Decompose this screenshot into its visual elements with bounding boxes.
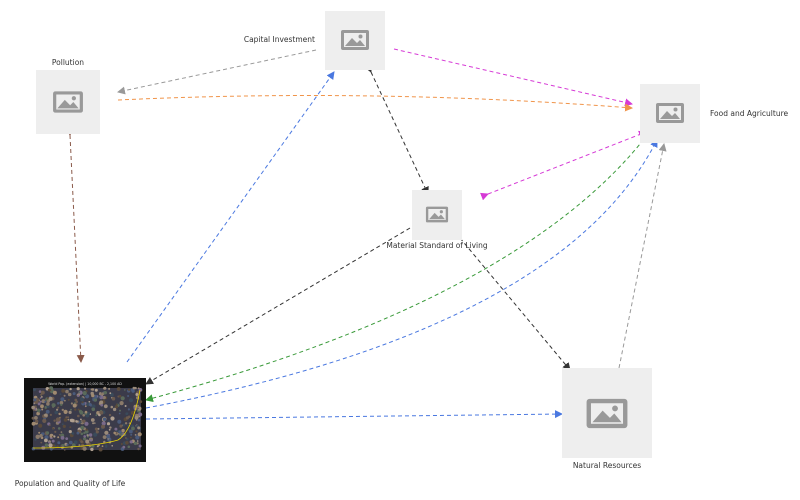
edge-population-to-capital [126, 71, 335, 363]
edge-capital-to-food [393, 48, 633, 107]
crowd-texture [31, 386, 143, 452]
edges [65, 48, 667, 424]
edge-pollution-to-food [117, 95, 633, 112]
node-food-and-agriculture[interactable]: Food and Agriculture [640, 84, 788, 143]
food-and-agriculture-image [640, 84, 700, 143]
pollution-image [36, 70, 100, 134]
food-and-agriculture-label: Food and Agriculture [710, 109, 788, 118]
material-standard-label: Material Standard of Living [386, 241, 488, 250]
edge-material-food [480, 130, 647, 201]
material-standard-image [412, 190, 462, 240]
edge-population-to-food-blue [145, 139, 658, 409]
node-natural-resources[interactable]: Natural Resources [562, 368, 652, 470]
natural-resources-image [562, 368, 652, 458]
capital-investment-label: Capital Investment [244, 35, 315, 44]
pollution-label: Pollution [52, 58, 84, 67]
node-material-standard-of-living[interactable]: Material Standard of Living [386, 190, 488, 250]
population-chart-title: World Pop. (extension) | 10,000 BC - 2,1… [48, 382, 122, 386]
population-label: Population and Quality of Life [15, 479, 126, 488]
edge-capital-material [364, 63, 429, 195]
edge-population-resources [138, 410, 563, 424]
edge-capital-to-pollution [117, 49, 317, 95]
natural-resources-label: Natural Resources [573, 461, 641, 470]
capital-investment-image [325, 11, 385, 70]
edge-resources-to-food [618, 143, 667, 369]
edge-material-to-resources [459, 237, 571, 371]
population-curve [32, 389, 141, 449]
node-population-and-quality-of-life[interactable]: World Pop. (extension) | 10,000 BC - 2,1… [15, 378, 146, 488]
edge-material-to-population [145, 227, 411, 385]
edge-food-population-green [145, 126, 656, 403]
node-capital-investment[interactable]: Capital Investment [244, 11, 385, 70]
edge-pollution-population [65, 127, 85, 363]
node-pollution[interactable]: Pollution [36, 58, 100, 134]
